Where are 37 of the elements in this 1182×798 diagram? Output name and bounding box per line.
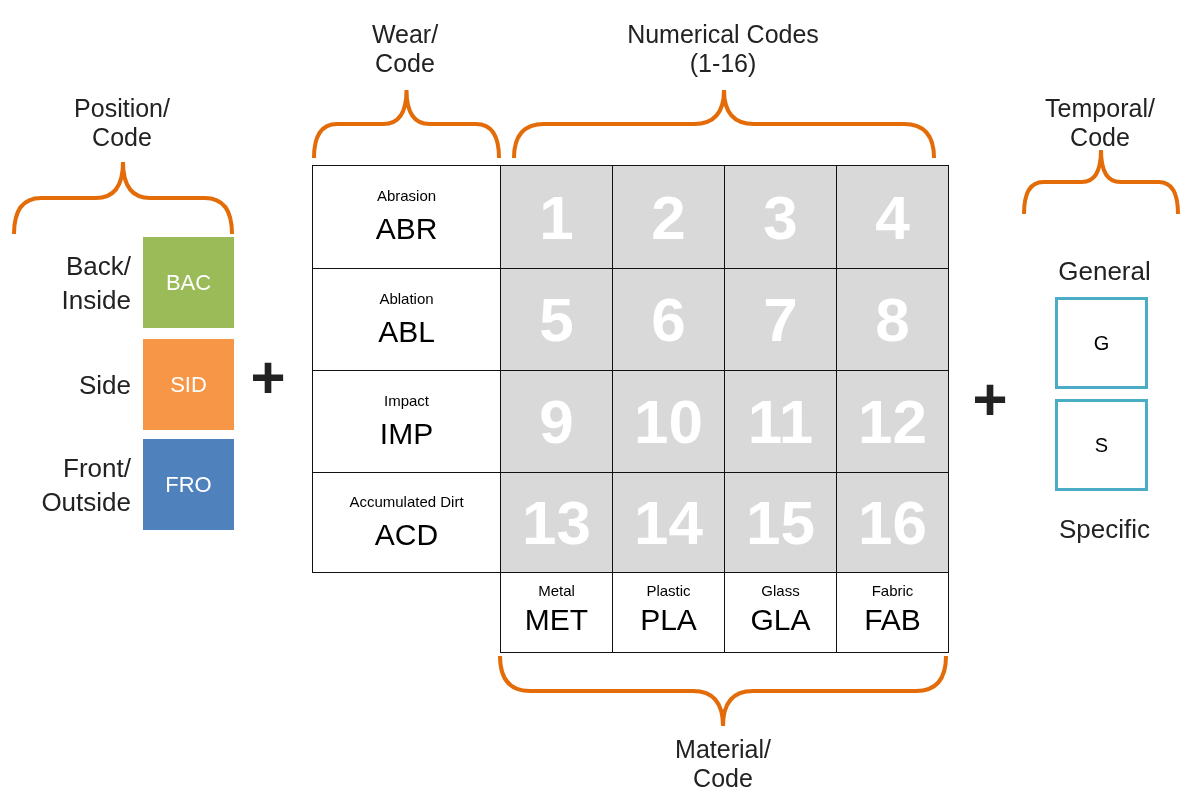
material-header-cell [500, 572, 613, 653]
position-code: BAC [165, 269, 212, 296]
position-code: FRO [165, 471, 212, 498]
temporal-code: S [1094, 433, 1109, 457]
material-code: GLA [750, 602, 811, 638]
bracket-title: Material/ Code [674, 735, 772, 793]
material-name: Plastic [646, 581, 691, 601]
material-name: Fabric [871, 581, 914, 601]
position-label: Front/ Outside [40, 451, 131, 519]
temporal-label: Specific [1057, 513, 1151, 546]
bracket-title: Numerical Codes (1-16) [626, 20, 820, 78]
temporal-label: General [1057, 255, 1152, 288]
material-code: FAB [864, 602, 921, 638]
material-header-cell [836, 572, 949, 653]
bracket-title: Wear/ Code [370, 20, 440, 78]
material-code: MET [524, 602, 589, 638]
position-code: SID [170, 371, 207, 398]
temporal-code: G [1093, 331, 1110, 355]
wear-name: Accumulated Dirt [349, 491, 464, 512]
material-name: Metal [538, 581, 575, 601]
position-label: Back/ Inside [60, 249, 131, 317]
material-code: PLA [640, 602, 697, 638]
plus-sign: + [971, 370, 1009, 430]
wear-code: ABR [375, 211, 438, 247]
bracket-title: Temporal/ Code [1044, 94, 1156, 152]
wear-code: ACD [374, 516, 439, 553]
wear-code: IMP [379, 415, 434, 452]
wear-code: ABL [378, 313, 435, 350]
position-label: Side [77, 368, 131, 402]
wear-name: Abrasion [376, 186, 437, 206]
wear-name: Ablation [379, 288, 434, 309]
plus-sign: + [249, 348, 287, 408]
wear-name: Impact [384, 390, 429, 411]
material-name: Glass [761, 581, 800, 601]
wear-header-cell [312, 472, 501, 573]
wear-header-cell [312, 165, 501, 269]
bracket-title: Position/ Code [73, 94, 171, 152]
